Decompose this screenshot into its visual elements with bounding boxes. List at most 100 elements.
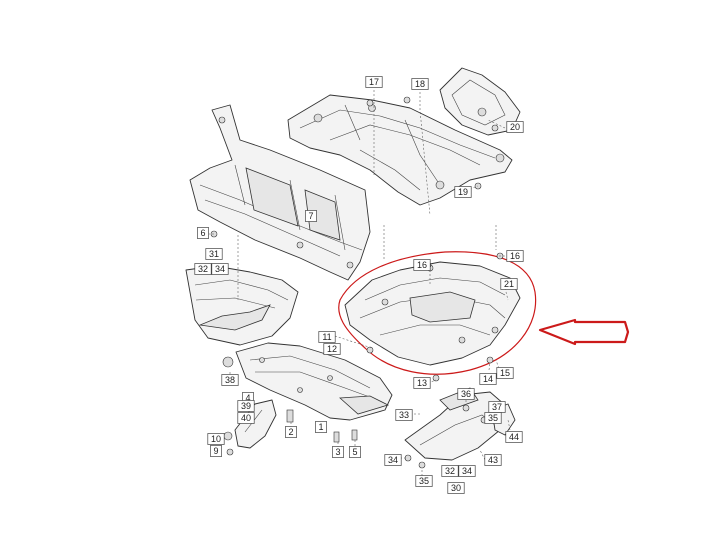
callout-34: 34 <box>211 263 229 275</box>
callout-13: 13 <box>413 377 431 389</box>
callout-18: 18 <box>411 78 429 90</box>
callout-number: 14 <box>483 374 493 384</box>
callout-box <box>484 412 502 424</box>
callout-15: 15 <box>496 367 514 379</box>
callout-box <box>415 475 433 487</box>
callout-box <box>506 121 524 133</box>
callout-number: 32 <box>445 466 455 476</box>
callout-number: 39 <box>241 401 251 411</box>
callout-box <box>500 278 518 290</box>
callout-number: 20 <box>510 122 520 132</box>
callout-30: 30 <box>447 482 465 494</box>
callout-number: 34 <box>215 264 225 274</box>
callout-32: 32 <box>441 465 459 477</box>
callout-number: 2 <box>288 427 293 437</box>
callout-number: 1 <box>318 422 323 432</box>
front-support-frame <box>189 104 371 281</box>
callout-38: 38 <box>221 374 239 386</box>
callout-box <box>207 433 225 445</box>
callout-5: 5 <box>349 446 361 458</box>
callout-box <box>349 446 361 458</box>
callout-39: 39 <box>237 400 255 412</box>
callout-box <box>318 331 336 343</box>
callout-number: 35 <box>488 413 498 423</box>
callout-number: 44 <box>509 432 519 442</box>
callout-33: 33 <box>395 409 413 421</box>
callout-number: 16 <box>510 251 520 261</box>
callout-box <box>479 373 497 385</box>
callout-box <box>210 445 222 457</box>
callout-number: 13 <box>417 378 427 388</box>
callout-box <box>365 76 383 88</box>
rear-bracket <box>439 67 521 136</box>
callout-35: 35 <box>484 412 502 424</box>
callout-box <box>197 227 209 239</box>
callout-36: 36 <box>457 388 475 400</box>
callout-box <box>441 465 459 477</box>
callout-3: 3 <box>332 446 344 458</box>
highlight-outline <box>338 251 537 375</box>
callout-31: 31 <box>205 248 223 260</box>
callout-box <box>484 454 502 466</box>
callout-number: 35 <box>419 476 429 486</box>
callout-box <box>194 263 212 275</box>
callout-20: 20 <box>506 121 524 133</box>
callout-box <box>413 259 431 271</box>
callout-number: 37 <box>492 402 502 412</box>
callout-box <box>315 421 327 433</box>
callout-box <box>413 377 431 389</box>
callout-37: 37 <box>488 401 506 413</box>
callout-34: 34 <box>384 454 402 466</box>
callout-number: 6 <box>200 228 205 238</box>
callout-2: 2 <box>285 426 297 438</box>
callout-34: 34 <box>458 465 476 477</box>
callout-32: 32 <box>194 263 212 275</box>
front-side-trim <box>185 265 299 346</box>
callout-7: 7 <box>305 210 317 222</box>
callout-number: 33 <box>399 410 409 420</box>
front-underbody-panel <box>235 342 393 421</box>
callout-number: 10 <box>211 434 221 444</box>
callout-box <box>411 78 429 90</box>
callout-number: 12 <box>327 344 337 354</box>
callout-number: 4 <box>245 393 250 403</box>
callout-number: 7 <box>308 211 313 221</box>
callout-number: 36 <box>461 389 471 399</box>
callout-box <box>457 388 475 400</box>
callout-box <box>496 367 514 379</box>
callout-21: 21 <box>500 278 518 290</box>
callout-number: 40 <box>241 413 251 423</box>
callout-43: 43 <box>484 454 502 466</box>
callout-17: 17 <box>365 76 383 88</box>
callout-box <box>237 412 255 424</box>
callout-box <box>454 186 472 198</box>
callout-box <box>506 250 524 262</box>
callout-box <box>384 454 402 466</box>
callout-12: 12 <box>323 343 341 355</box>
callout-box <box>447 482 465 494</box>
callout-14: 14 <box>479 373 497 385</box>
callout-number: 34 <box>388 455 398 465</box>
callout-number: 17 <box>369 77 379 87</box>
callout-6: 6 <box>197 227 209 239</box>
callout-number: 34 <box>462 466 472 476</box>
rear-underbody-panel <box>344 261 521 366</box>
callout-box <box>395 409 413 421</box>
callout-box <box>205 248 223 260</box>
callout-box <box>505 431 523 443</box>
callout-11: 11 <box>318 331 336 343</box>
callout-35: 35 <box>415 475 433 487</box>
callout-number: 21 <box>504 279 514 289</box>
callout-number: 11 <box>322 332 331 342</box>
callout-box <box>323 343 341 355</box>
callout-number: 31 <box>209 249 219 259</box>
callout-number: 9 <box>213 446 218 456</box>
callout-9: 9 <box>210 445 222 457</box>
callout-number: 5 <box>352 447 357 457</box>
callout-40: 40 <box>237 412 255 424</box>
callout-44: 44 <box>505 431 523 443</box>
callout-box <box>211 263 229 275</box>
callout-16: 16 <box>413 259 431 271</box>
